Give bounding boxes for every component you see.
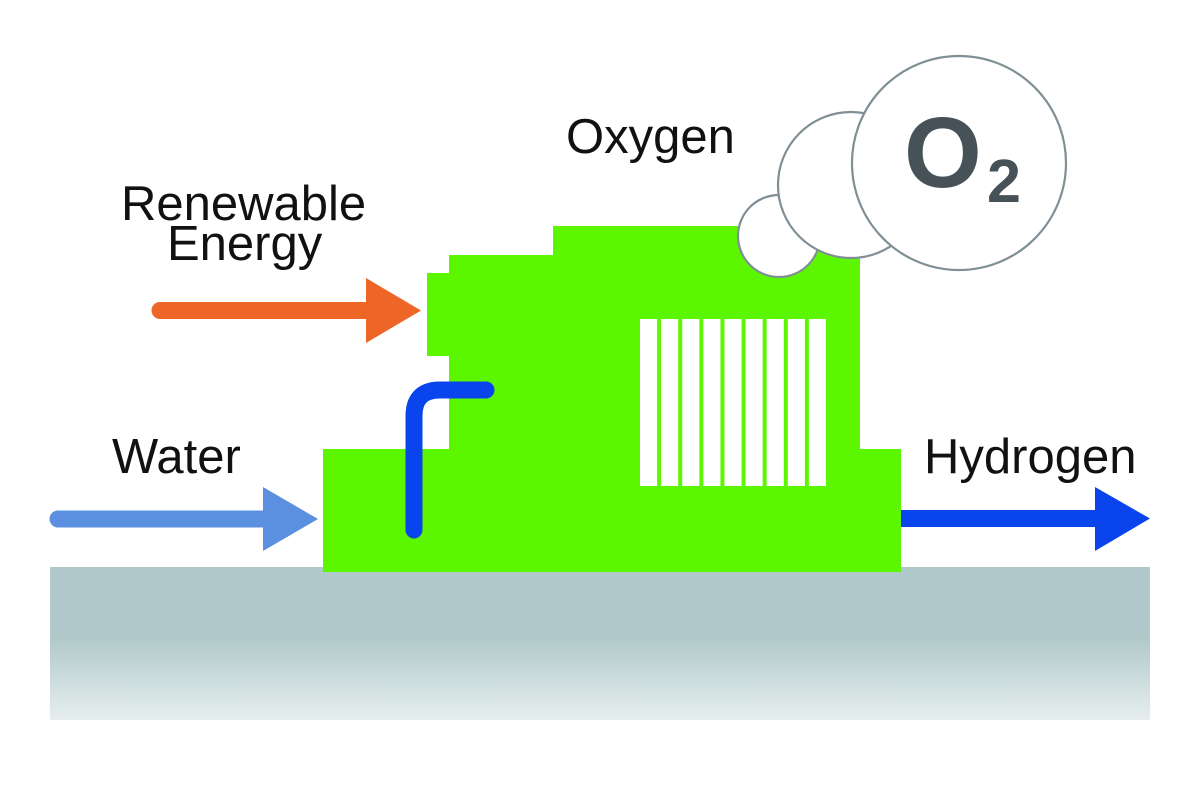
electrolyzer-cell: [766, 319, 784, 486]
hydrogen-arrow-shaft: [901, 510, 1099, 527]
electrolyzer-cell: [808, 319, 826, 486]
water-pipe: [405, 381, 495, 539]
electrolyzer-cell: [745, 319, 763, 486]
cell-stack: [640, 319, 826, 486]
label-hydrogen: Hydrogen: [924, 430, 1136, 484]
label-renewable-line1: Renewable: [121, 177, 366, 231]
o2-symbol: O: [904, 97, 982, 209]
ground-slab: [50, 567, 1150, 720]
oxygen-bubble-large: [850, 54, 1068, 272]
electrolyzer-cell: [703, 319, 721, 486]
renewable-energy-arrow: [151, 278, 421, 343]
electrolyzer-cell: [640, 319, 658, 486]
label-renewable-line2: Energy: [167, 217, 323, 271]
label-water: Water: [112, 430, 241, 484]
hydrogen-arrow: [901, 487, 1150, 551]
label-oxygen: Oxygen: [566, 110, 735, 164]
electrolyzer-cell: [787, 319, 805, 486]
electrolyzer-cell: [682, 319, 700, 486]
water-arrow: [49, 487, 318, 551]
water-arrow-head: [263, 487, 318, 551]
electrolyzer-cell: [724, 319, 742, 486]
hydrogen-arrow-head: [1095, 487, 1150, 551]
o2-subscript: 2: [987, 147, 1021, 215]
renewable-arrow-head: [366, 278, 421, 343]
electrolyzer-cell: [661, 319, 679, 486]
